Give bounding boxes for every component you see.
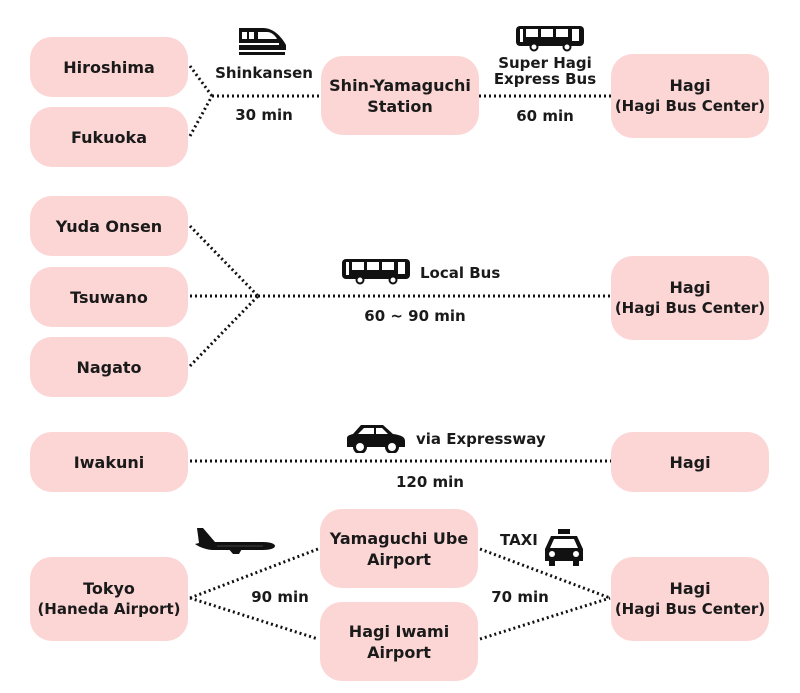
node-yuda-onsen: Yuda Onsen (30, 196, 188, 256)
node-tokyo: Tokyo (Haneda Airport) (30, 557, 188, 641)
express-bus-label: Super Hagi Express Bus (493, 54, 597, 88)
node-hagi-2: Hagi (Hagi Bus Center) (611, 256, 769, 340)
shinkansen-duration: 30 min (235, 106, 293, 124)
node-yamaguchi-ube-airport: Yamaguchi Ube Airport (320, 509, 478, 588)
node-tsuwano: Tsuwano (30, 267, 188, 327)
node-shin-yamaguchi: Shin-Yamaguchi Station (321, 56, 479, 135)
node-nagato: Nagato (30, 337, 188, 397)
node-hagi-1: Hagi (Hagi Bus Center) (611, 54, 769, 138)
node-fukuoka: Fukuoka (30, 107, 188, 167)
shinkansen-label: Shinkansen (215, 64, 313, 82)
taxi-icon (545, 529, 583, 566)
node-hagi-3: Hagi (611, 432, 769, 492)
node-iwakuni: Iwakuni (30, 432, 188, 492)
line-nagato (188, 294, 260, 368)
local-bus-label: Local Bus (420, 264, 501, 282)
line-fukuoka (188, 95, 214, 137)
car-icon (347, 425, 405, 453)
node-hagi-4: Hagi (Hagi Bus Center) (611, 557, 769, 641)
shinkansen-train-icon (239, 28, 286, 55)
node-hiroshima: Hiroshima (30, 37, 188, 97)
local-bus-icon (342, 259, 410, 285)
line-hiroshima (188, 65, 214, 97)
expressway-duration: 120 min (396, 473, 464, 491)
expressway-label: via Expressway (416, 430, 546, 448)
airplane-icon (195, 528, 275, 554)
node-hagi-iwami-airport: Hagi Iwami Airport (320, 602, 478, 681)
express-bus-duration: 60 min (516, 107, 574, 125)
local-bus-duration: 60 ~ 90 min (364, 307, 466, 325)
express-bus-icon (516, 26, 584, 52)
taxi-label: TAXI (500, 531, 538, 549)
flight-duration: 90 min (251, 588, 309, 606)
line-yuda (188, 224, 260, 298)
taxi-duration: 70 min (491, 588, 549, 606)
line-ube-hagi (479, 547, 611, 600)
